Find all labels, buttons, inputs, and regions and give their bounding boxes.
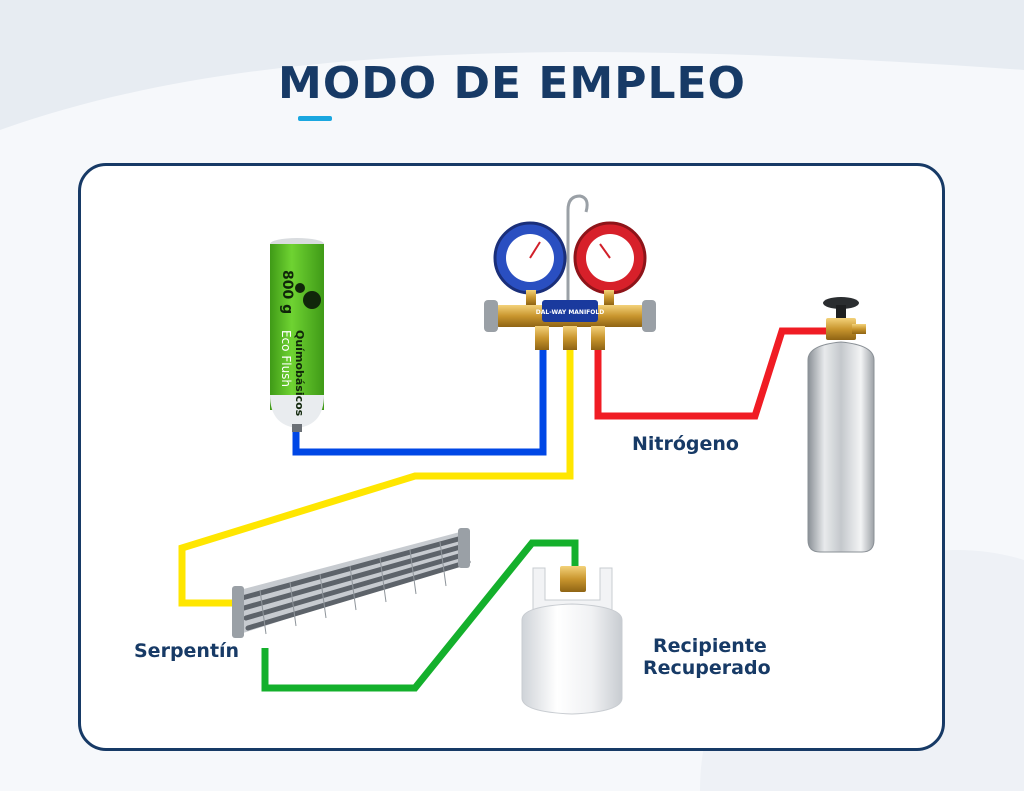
blue-hose (292, 350, 547, 456)
label-nitrogen: Nitrógeno (632, 433, 739, 455)
can-brand: Químobásicos (293, 330, 306, 417)
can-product: Eco Flush (279, 330, 293, 387)
recovery-tank (521, 566, 623, 715)
label-coil: Serpentín (134, 640, 240, 662)
page-title: MODO DE EMPLEO (278, 58, 746, 109)
manifold-label: DAL-WAY MANIFOLD (536, 309, 604, 316)
nitrogen-cylinder (807, 297, 875, 553)
coil-serpentine (232, 528, 471, 638)
label-recovery-line2: Recuperado (643, 657, 771, 679)
manifold-gauge: DAL-WAY MANIFOLD (484, 194, 656, 350)
label-recovery-line1: Recipiente (653, 635, 767, 657)
title-underline (298, 116, 332, 121)
can-weight: 800 g (279, 270, 295, 314)
yellow-hose (178, 350, 574, 607)
red-hose (594, 327, 832, 420)
eco-flush-can: 800 g Eco Flush Químobásicos (270, 238, 324, 432)
green-hose (261, 539, 579, 692)
